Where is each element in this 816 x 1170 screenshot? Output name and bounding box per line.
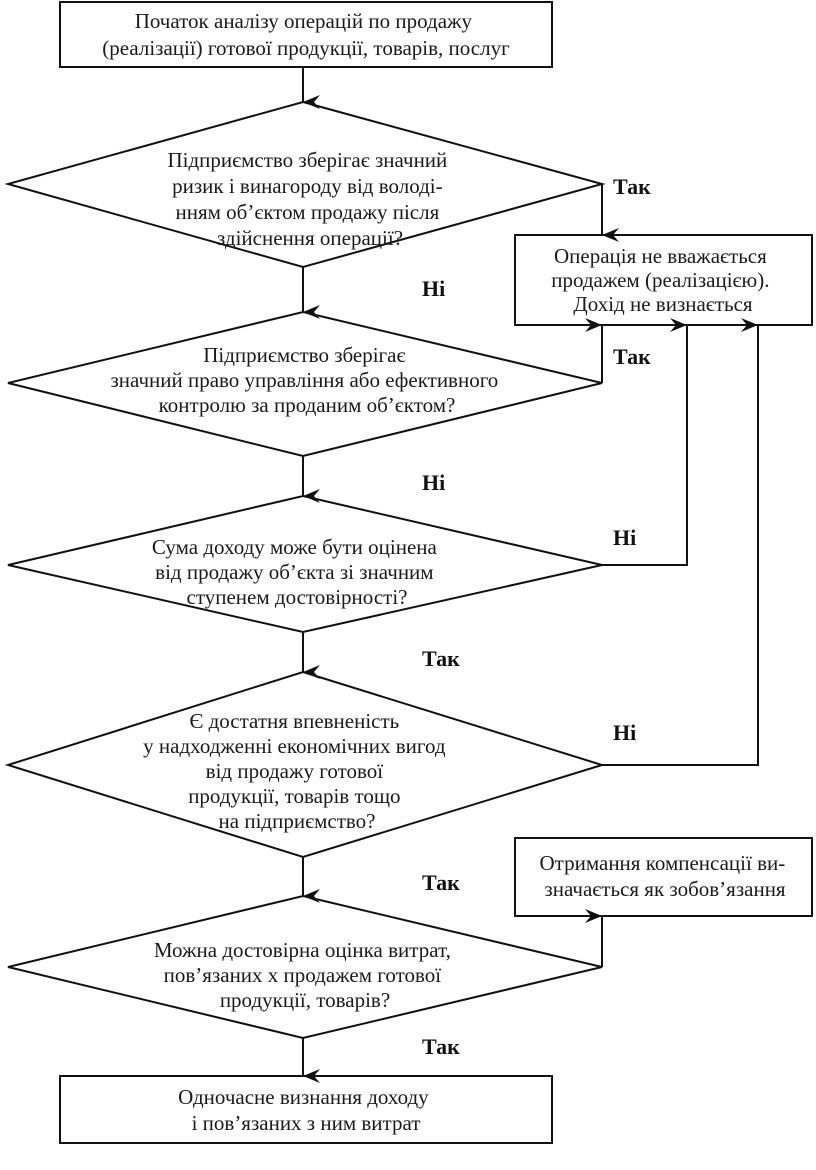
label-q3-yes: Так bbox=[422, 646, 460, 671]
liability-line-1: Отримання компенсації ви- bbox=[540, 851, 786, 875]
q3-line-1: Сума доходу може бути оцінена bbox=[152, 535, 438, 559]
node-start: Початок аналізу операцій по продажу (реа… bbox=[59, 1, 553, 68]
node-not-sale: Операція не вважається продажем (реаліза… bbox=[514, 234, 813, 326]
q5-line-1: Можна достовірна оцінка витрат, bbox=[154, 938, 451, 962]
label-q5-yes: Так bbox=[422, 1034, 460, 1059]
node-q5: Можна достовірна оцінка витрат, пов’язан… bbox=[7, 894, 603, 1040]
arrow-q4-no-to-not-sale bbox=[602, 318, 759, 766]
label-q2-yes: Так bbox=[613, 344, 651, 369]
node-liability: Отримання компенсації ви- значається як … bbox=[514, 837, 813, 917]
label-q1-no: Ні bbox=[422, 276, 445, 301]
liability-line-2: значається як зобов’язання bbox=[544, 877, 786, 901]
q1-line-2: ризик і винагороду від володі- bbox=[172, 174, 443, 198]
q4-text: Є достатня впевненість у надходженні еко… bbox=[143, 709, 451, 833]
liability-text: Отримання компенсації ви- значається як … bbox=[540, 851, 791, 901]
q1-text: Підприємство зберігає значний ризик і ви… bbox=[167, 148, 452, 250]
not-sale-box bbox=[514, 234, 813, 326]
q1-line-3: нням об’єктом продажу після bbox=[175, 200, 439, 224]
start-line-1: Початок аналізу операцій по продажу bbox=[135, 9, 473, 33]
node-q1: Підприємство зберігає значний ризик і ви… bbox=[4, 100, 606, 269]
q5-line-3: продукції, товарів? bbox=[220, 988, 390, 1012]
not-sale-line-1: Операція не вважається bbox=[554, 244, 767, 268]
q3-line-2: від продажу об’єкта зі значним bbox=[155, 560, 433, 584]
node-end: Одночасне визнання доходу і пов’язаних з… bbox=[59, 1075, 553, 1144]
q3-text: Сума доходу може бути оцінена від продаж… bbox=[152, 535, 442, 609]
end-line-2: і пов’язаних з ним витрат bbox=[192, 1111, 421, 1135]
node-q2: Підприємство зберігає значний право упра… bbox=[7, 310, 603, 458]
q4-line-2: у надходженні економічних вигод bbox=[143, 734, 446, 758]
q4-line-5: на підприємство? bbox=[219, 809, 376, 833]
q2-text: Підприємство зберігає значний право упра… bbox=[110, 343, 503, 417]
start-text: Початок аналізу операцій по продажу (реа… bbox=[102, 9, 510, 60]
q4-line-1: Є достатня впевненість bbox=[189, 709, 399, 733]
q2-line-1: Підприємство зберігає bbox=[203, 343, 405, 367]
start-line-2: (реалізації) готової продукції, товарів,… bbox=[102, 36, 510, 60]
label-q4-no: Ні bbox=[613, 720, 636, 745]
not-sale-line-2: продажем (реалізацією). bbox=[551, 268, 769, 292]
label-q2-no: Ні bbox=[422, 470, 445, 495]
end-text: Одночасне визнання доходу і пов’язаних з… bbox=[178, 1085, 434, 1135]
q1-line-4: здійснення операції? bbox=[217, 226, 403, 250]
label-q1-yes: Так bbox=[613, 174, 651, 199]
node-q3: Сума доходу може бути оцінена від продаж… bbox=[7, 494, 603, 634]
arrow-q3-no-to-not-sale bbox=[602, 318, 688, 566]
node-q4: Є достатня впевненість у надходженні еко… bbox=[4, 670, 606, 859]
start-box bbox=[59, 1, 553, 68]
q3-line-3: ступенем достовірності? bbox=[187, 585, 408, 609]
q5-text: Можна достовірна оцінка витрат, пов’язан… bbox=[154, 938, 456, 1012]
label-q3-no: Ні bbox=[613, 525, 636, 550]
q4-line-3: від продажу готової bbox=[206, 759, 384, 783]
not-sale-text: Операція не вважається продажем (реаліза… bbox=[551, 244, 775, 316]
not-sale-line-3: Дохід не визнається bbox=[573, 292, 752, 316]
label-q4-yes: Так bbox=[422, 870, 460, 895]
q2-line-2: значний право управління або ефективного bbox=[110, 368, 498, 392]
end-line-1: Одночасне визнання доходу bbox=[178, 1085, 429, 1109]
liability-box bbox=[514, 837, 813, 917]
q1-line-1: Підприємство зберігає значний bbox=[167, 148, 447, 172]
end-box bbox=[59, 1075, 553, 1144]
q5-line-2: пов’язаних х продажем готової bbox=[164, 963, 442, 987]
q4-line-4: продукції, товарів тощо bbox=[188, 784, 400, 808]
q2-line-3: контролю за проданим об’єктом? bbox=[159, 393, 456, 417]
